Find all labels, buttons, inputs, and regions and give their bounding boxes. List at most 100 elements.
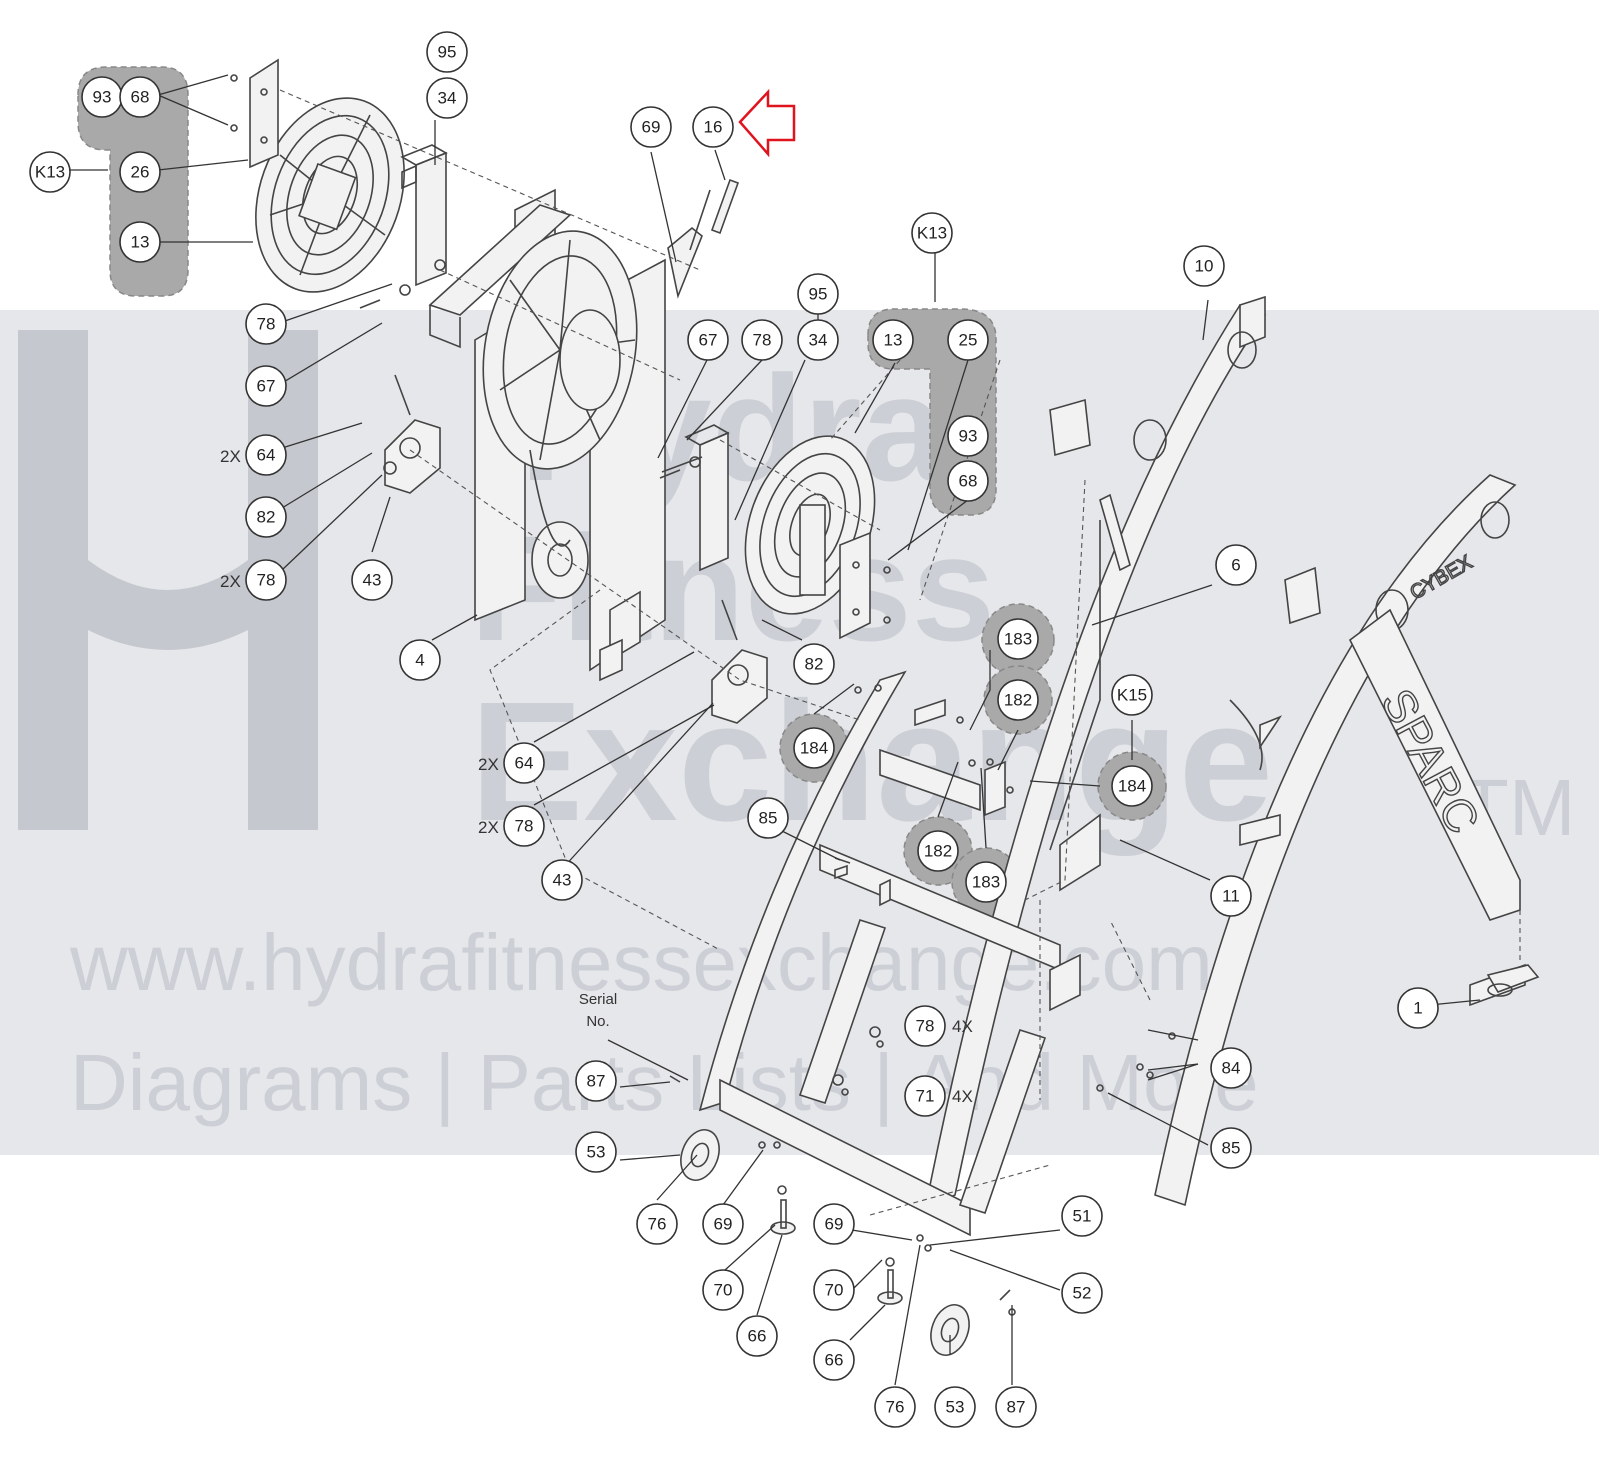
svg-text:69: 69 (642, 118, 661, 137)
svg-text:95: 95 (809, 285, 828, 304)
callout-k13: K13 (29, 151, 71, 193)
callout-76: 76 (874, 1386, 916, 1428)
callout-87: 87 (995, 1386, 1037, 1428)
svg-text:K15: K15 (1117, 686, 1147, 705)
callout-64: 64 (503, 742, 545, 784)
svg-text:1: 1 (1413, 999, 1422, 1018)
callout-bubbles: 93 68 K13 26 13 95 34 69 16 K13 10 95 67… (29, 31, 1439, 1428)
svg-text:87: 87 (1007, 1398, 1026, 1417)
svg-text:K13: K13 (35, 163, 65, 182)
svg-text:85: 85 (1222, 1139, 1241, 1158)
multiplier-2x: 2X (478, 818, 499, 837)
svg-text:51: 51 (1073, 1207, 1092, 1226)
svg-text:184: 184 (1118, 777, 1146, 796)
svg-text:43: 43 (363, 571, 382, 590)
callout-70: 70 (702, 1269, 744, 1311)
svg-text:53: 53 (587, 1143, 606, 1162)
callout-66: 66 (813, 1339, 855, 1381)
callout-84: 84 (1210, 1047, 1252, 1089)
svg-text:76: 76 (648, 1215, 667, 1234)
svg-text:34: 34 (438, 89, 457, 108)
callout-4: 4 (399, 639, 441, 681)
pin-16 (710, 178, 740, 235)
callout-64: 64 (245, 434, 287, 476)
svg-text:78: 78 (257, 315, 276, 334)
svg-text:87: 87 (587, 1072, 606, 1091)
callout-184: 184 (793, 727, 835, 769)
multiplier-4x: 4X (952, 1017, 973, 1036)
callout-87: 87 (575, 1060, 617, 1102)
callout-13: 13 (119, 221, 161, 263)
callout-53: 53 (575, 1131, 617, 1173)
svg-text:25: 25 (959, 331, 978, 350)
svg-text:183: 183 (972, 873, 1000, 892)
callout-82: 82 (793, 643, 835, 685)
svg-text:68: 68 (959, 472, 978, 491)
callout-95: 95 (426, 31, 468, 73)
svg-text:4: 4 (415, 651, 424, 670)
svg-text:78: 78 (753, 331, 772, 350)
callout-10: 10 (1183, 245, 1225, 287)
callout-82: 82 (245, 496, 287, 538)
svg-text:182: 182 (1004, 691, 1032, 710)
callout-43: 43 (541, 859, 583, 901)
quantity-multipliers: 2X 2X 2X 2X 4X 4X (220, 447, 973, 1106)
callout-68: 68 (119, 76, 161, 118)
svg-text:64: 64 (257, 446, 276, 465)
callout-69: 69 (813, 1203, 855, 1245)
svg-text:6: 6 (1231, 556, 1240, 575)
multiplier-2x: 2X (220, 447, 241, 466)
callout-34: 34 (426, 77, 468, 119)
callout-43: 43 (351, 559, 393, 601)
callout-70: 70 (813, 1269, 855, 1311)
leader-lines (68, 74, 1481, 1386)
bearing-block-upper (383, 374, 441, 494)
svg-text:184: 184 (800, 739, 828, 758)
svg-text:53: 53 (946, 1398, 965, 1417)
callout-52: 52 (1061, 1272, 1103, 1314)
callout-182: 182 (917, 830, 959, 872)
highlight-arrow (738, 88, 796, 158)
callout-78: 78 (503, 805, 545, 847)
fan-arm-front (661, 424, 730, 572)
callout-69: 69 (702, 1203, 744, 1245)
callout-67: 67 (245, 365, 287, 407)
frame-model-sparc: SPARC (1371, 680, 1490, 841)
wheel-left (680, 1129, 720, 1181)
bearing-block-lower (711, 599, 768, 724)
fan-disk-rear (255, 97, 405, 293)
svg-text:183: 183 (1004, 630, 1032, 649)
svg-text:93: 93 (959, 427, 978, 446)
svg-text:93: 93 (93, 88, 112, 107)
callout-11: 11 (1210, 875, 1252, 917)
callout-184: 184 (1111, 765, 1153, 807)
red-arrow-icon (738, 88, 796, 158)
svg-text:67: 67 (699, 331, 718, 350)
svg-text:11: 11 (1222, 887, 1240, 906)
multiplier-2x: 2X (478, 755, 499, 774)
callout-85: 85 (1210, 1127, 1252, 1169)
svg-text:182: 182 (924, 842, 952, 861)
svg-text:K13: K13 (917, 224, 947, 243)
svg-text:68: 68 (131, 88, 150, 107)
svg-text:10: 10 (1195, 257, 1214, 276)
callout-93: 93 (947, 415, 989, 457)
svg-text:71: 71 (916, 1087, 935, 1106)
callout-51: 51 (1061, 1195, 1103, 1237)
callout-1: 1 (1397, 987, 1439, 1029)
callout-183: 183 (965, 861, 1007, 903)
fan-bracket-plate-front (839, 531, 871, 640)
svg-text:13: 13 (884, 331, 903, 350)
callout-53: 53 (934, 1386, 976, 1428)
wheel-right (930, 1304, 970, 1356)
multiplier-4x: 4X (952, 1087, 973, 1106)
callout-182: 182 (997, 679, 1039, 721)
svg-text:70: 70 (825, 1281, 844, 1300)
svg-text:82: 82 (257, 508, 276, 527)
callout-78: 78 (741, 319, 783, 361)
svg-text:64: 64 (515, 754, 534, 773)
serial-label-line1: Serial (579, 991, 617, 1008)
callout-95: 95 (797, 273, 839, 315)
